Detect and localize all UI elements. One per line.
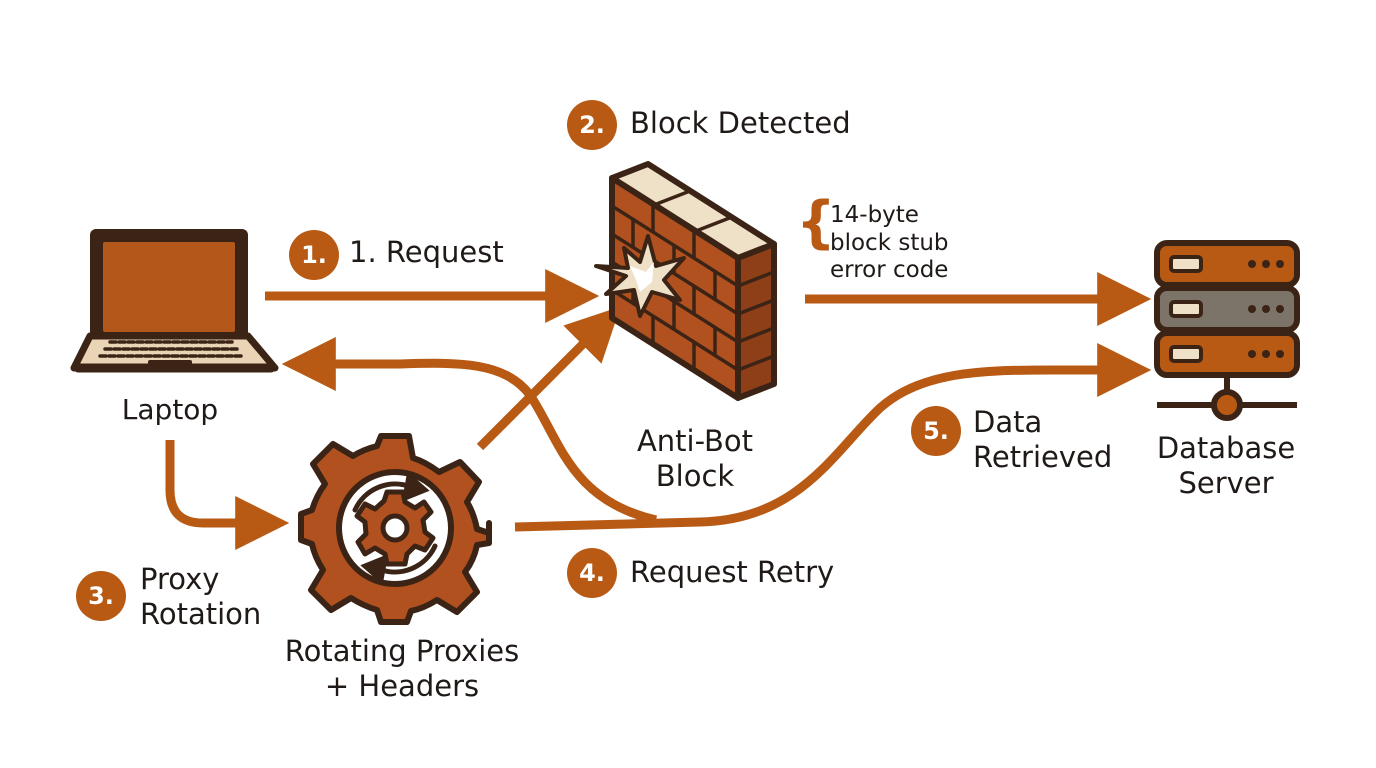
server-label-line-1: Database <box>1156 431 1296 465</box>
step-5-label-line-2: Retrieved <box>973 440 1113 475</box>
step-3-label: Proxy Rotation <box>140 562 261 633</box>
step-3-badge: 3. <box>76 571 126 621</box>
step-1-label: 1. Request <box>349 235 504 269</box>
server-label: Database Server <box>1146 431 1306 502</box>
database-server-icon <box>1154 240 1300 421</box>
annotation-text: 14-byte block stub error code <box>830 202 949 285</box>
rotate-arrows-icon <box>352 471 438 585</box>
step-5-label: Data Retrieved <box>973 405 1112 476</box>
step-4-label: Request Retry <box>630 555 835 589</box>
gear-to-wall-arrow <box>476 306 621 451</box>
step-2-label: Block Detected <box>630 106 851 140</box>
step-3-label-line-1: Proxy <box>140 562 220 596</box>
proxies-label-line-2: + Headers <box>324 669 480 704</box>
gear-icon <box>298 433 492 625</box>
annotation-line-1: 14-byte <box>830 202 919 228</box>
laptop-label: Laptop <box>121 393 219 426</box>
step-1-badge: 1. <box>289 230 339 280</box>
impact-burst-icon <box>594 234 686 318</box>
request-retry-arrow <box>514 343 1152 532</box>
laptop-icon <box>70 229 279 373</box>
step-4-badge: 4. <box>567 548 617 598</box>
annotation-line-2: block stub <box>830 229 949 256</box>
step-2-badge: 2. <box>567 100 617 150</box>
firewall-label-line-1: Anti-Bot <box>636 424 754 458</box>
server-label-line-2: Server <box>1178 466 1274 501</box>
step-5-badge: 5. <box>911 406 961 456</box>
annotation-line-3: error code <box>830 257 949 284</box>
firewall-label: Anti-Bot Block <box>610 424 780 495</box>
proxy-rotation-arrow <box>165 440 290 550</box>
proxies-label-line-1: Rotating Proxies <box>284 634 520 668</box>
proxies-label: Rotating Proxies + Headers <box>262 634 542 705</box>
step-3-label-line-2: Rotation <box>140 597 262 632</box>
annotation-brace: { <box>796 190 836 255</box>
firewall-label-line-2: Block <box>655 459 735 494</box>
step-5-label-line-1: Data <box>973 405 1043 439</box>
